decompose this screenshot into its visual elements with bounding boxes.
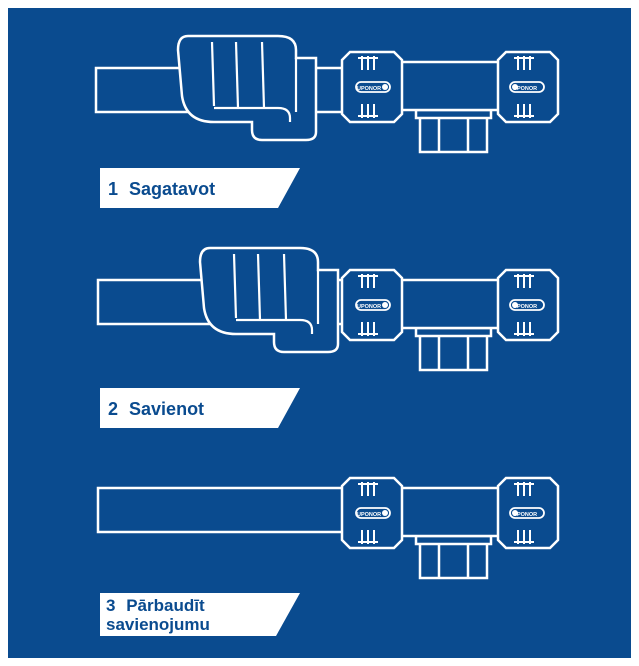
- step-2-title: Savienot: [129, 399, 204, 419]
- step-1-label: 1 Sagatavot: [100, 168, 300, 208]
- step-2-illustration: UPONOR UPONOR: [96, 246, 560, 372]
- t-fitting-3: [340, 476, 560, 580]
- step-3-number: 3: [106, 596, 115, 615]
- brand-mark-3b: UPONOR: [513, 512, 537, 518]
- assembly-diagram: UPONOR UPONOR 1 Sagatavot UPONOR UPONOR …: [94, 34, 560, 636]
- brand-mark-2a: UPONOR: [357, 304, 381, 310]
- pipe-3: [96, 486, 350, 534]
- step-3-label: 3 Pārbaudīt savienojumu: [100, 593, 300, 636]
- t-fitting-1: [340, 50, 560, 154]
- instruction-panel: UPONOR UPONOR 1 Sagatavot UPONOR UPONOR …: [8, 8, 631, 658]
- svg-text:1 Sagatavot: 1 Sagatavot: [108, 179, 215, 199]
- step-2-label: 2 Savienot: [100, 388, 300, 428]
- step-1-title: Sagatavot: [129, 179, 215, 199]
- step-1-illustration: UPONOR UPONOR: [94, 34, 560, 154]
- svg-text:2 Savienot: 2 Savienot: [108, 399, 204, 419]
- svg-text:3 Pārbaudīt: 3 Pārbaudīt: [106, 596, 205, 615]
- step-2-number: 2: [108, 399, 118, 419]
- step-3-title: Pārbaudīt: [126, 596, 205, 615]
- brand-mark-1b: UPONOR: [513, 86, 537, 92]
- brand-mark-1a: UPONOR: [357, 86, 381, 92]
- hand-2: [198, 246, 340, 354]
- step-3-title-line2: savienojumu: [106, 615, 210, 634]
- step-1-number: 1: [108, 179, 118, 199]
- brand-mark-3a: UPONOR: [357, 512, 381, 518]
- t-fitting-2: [340, 268, 560, 372]
- brand-mark-2b: UPONOR: [513, 304, 537, 310]
- step-3-illustration: UPONOR UPONOR: [96, 476, 560, 580]
- hand-1: [176, 34, 318, 142]
